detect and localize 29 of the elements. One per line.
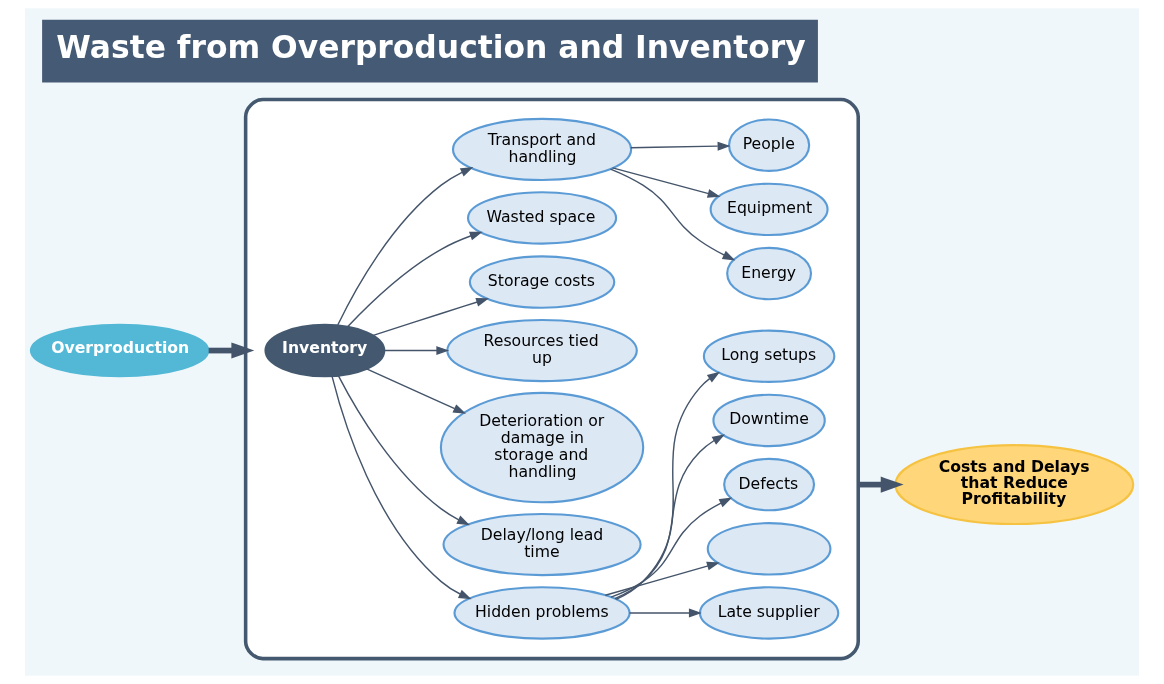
- arrow: [383, 346, 450, 356]
- arrow: [337, 167, 474, 326]
- node-ellipse: Energy: [726, 246, 813, 301]
- node-ellipse: Resources tied up: [446, 318, 638, 383]
- arrow: [630, 141, 731, 151]
- arrow: [365, 368, 467, 414]
- arrow: [372, 297, 489, 337]
- arrow: [615, 371, 721, 601]
- arrow: [610, 497, 733, 598]
- node-ellipse: Deterioration or damage in storage and handling: [439, 391, 645, 504]
- arrow: [604, 561, 720, 596]
- node-ellipse: Defects: [723, 457, 816, 512]
- arrow: [337, 374, 470, 526]
- node-ellipse: Late supplier: [698, 586, 840, 640]
- arrow: [858, 476, 904, 493]
- node-ellipse: Overproduction: [29, 323, 210, 378]
- node-ellipse: Inventory: [264, 323, 386, 378]
- arrow: [331, 375, 472, 600]
- arrow: [614, 434, 725, 600]
- diagram-title: Waste from Overproduction and Inventory: [56, 28, 806, 65]
- arrow: [208, 342, 255, 359]
- arrow: [347, 231, 483, 328]
- arrow: [628, 608, 702, 618]
- node-ellipse: Transport and handling: [451, 117, 633, 182]
- node-ellipse: People: [727, 118, 811, 172]
- node-ellipse: Equipment: [709, 182, 829, 237]
- arrow: [609, 168, 736, 261]
- node-ellipse: Costs and Delays that Reduce Profitability: [894, 444, 1135, 526]
- arrow: [611, 167, 721, 198]
